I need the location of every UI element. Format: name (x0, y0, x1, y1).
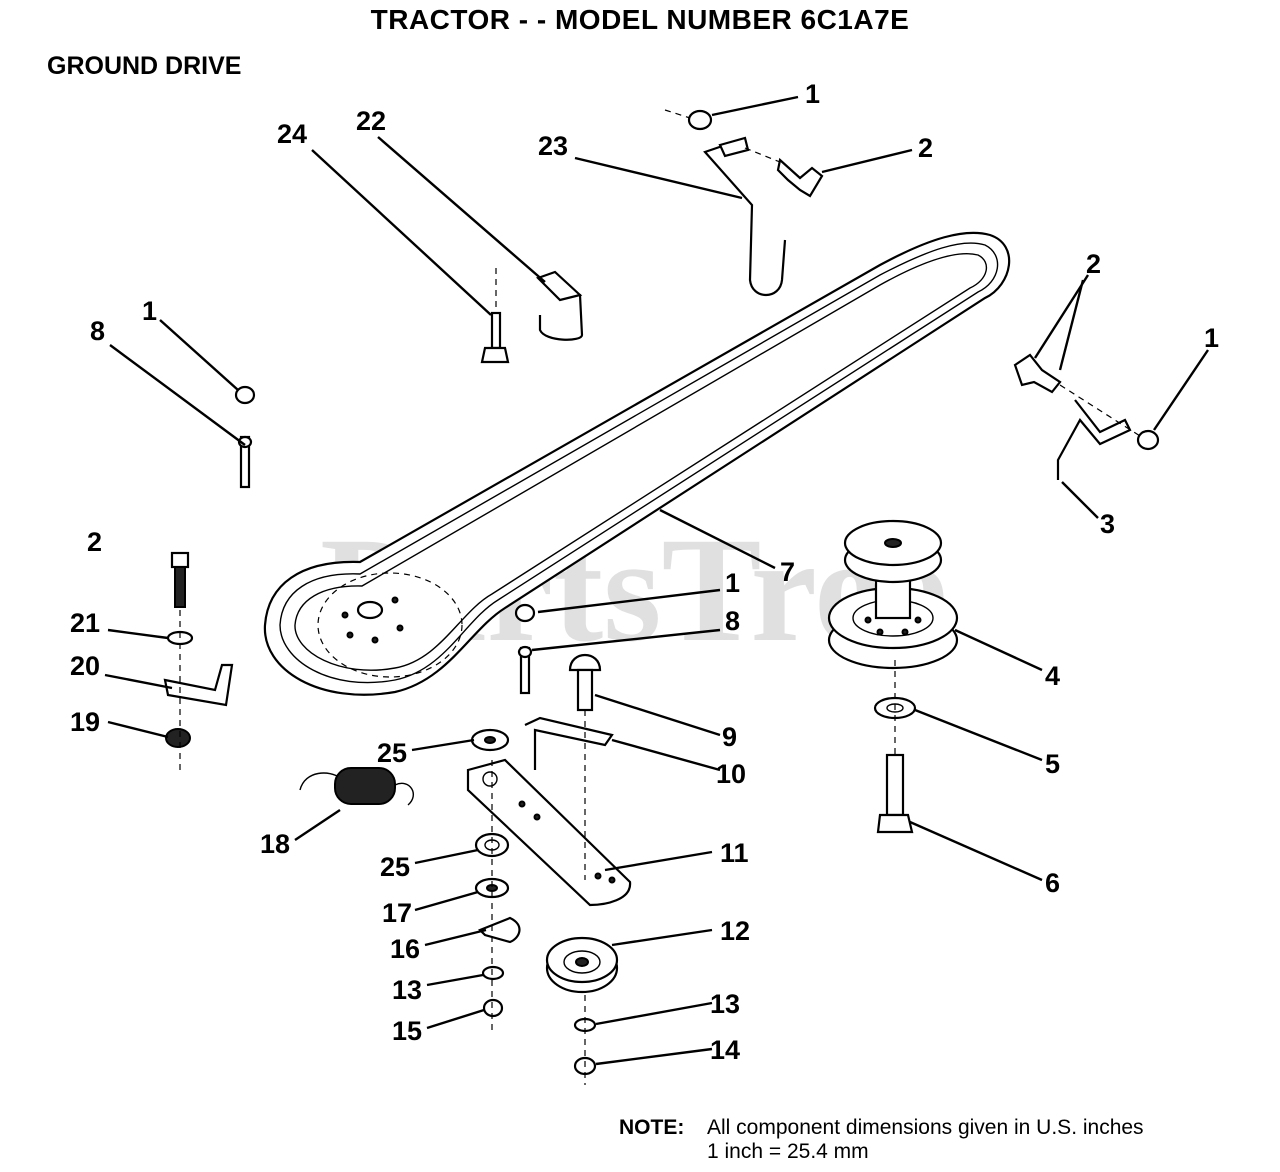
callout-label: 17 (382, 898, 412, 928)
section-title: GROUND DRIVE (47, 52, 242, 80)
callout-label: 1 (725, 568, 740, 598)
callout-label: 21 (70, 608, 100, 638)
callout-label: 25 (377, 738, 407, 768)
callout-label: 1 (142, 296, 157, 326)
idler-arm (466, 758, 632, 907)
callout-label: 8 (90, 316, 105, 346)
callout-label: 1 (1204, 323, 1219, 353)
callout-label: 5 (1045, 749, 1060, 779)
idler-spring (299, 767, 414, 806)
callout-label: 8 (725, 606, 740, 636)
callout-label: 13 (392, 975, 422, 1005)
callout-label: 19 (70, 707, 100, 737)
callout-label: 18 (260, 829, 290, 859)
callout-label: 24 (277, 119, 307, 149)
note-text: All component dimensions given in U.S. i… (707, 1116, 1144, 1139)
callout-label: 16 (390, 934, 420, 964)
callout-label: 25 (380, 852, 410, 882)
page-title: TRACTOR - - MODEL NUMBER 6C1A7E (370, 4, 910, 35)
belt-guide-left (535, 270, 584, 341)
callout-label: 22 (356, 106, 386, 136)
callout-label: 10 (716, 759, 746, 789)
callout-label: 13 (710, 989, 740, 1019)
callout-label: 20 (70, 651, 100, 681)
idler-pulley (545, 936, 619, 994)
callout-label: 15 (392, 1016, 422, 1046)
engine-pulley (827, 519, 959, 670)
callout-label: 2 (87, 527, 102, 557)
callout-label: 14 (710, 1035, 740, 1065)
leader-lines (104, 95, 1209, 1066)
callout-label: 9 (722, 722, 737, 752)
drive-belt (263, 231, 1011, 696)
callout-label: 3 (1100, 509, 1115, 539)
note-conversion: 1 inch = 25.4 mm (707, 1140, 869, 1163)
belt-guide-top (703, 136, 787, 296)
callout-label: 6 (1045, 868, 1060, 898)
callout-label: 1 (805, 79, 820, 109)
callout-label: 11 (720, 838, 749, 868)
callout-label: 4 (1045, 661, 1060, 691)
callout-labels: 1 2 23 24 22 2 1 8 1 3 2 7 1 8 21 20 4 1… (70, 79, 1219, 1065)
hardware (163, 109, 1160, 1085)
note-label: NOTE: (619, 1116, 685, 1139)
belt-guide-right (1056, 399, 1132, 480)
transmission-pulley (317, 572, 463, 678)
idler-bracket (524, 716, 614, 770)
callout-label: 12 (720, 916, 750, 946)
callout-label: 2 (1086, 249, 1101, 279)
callout-label: 7 (780, 557, 795, 587)
callout-label: 23 (538, 131, 568, 161)
callout-label: 2 (918, 133, 933, 163)
